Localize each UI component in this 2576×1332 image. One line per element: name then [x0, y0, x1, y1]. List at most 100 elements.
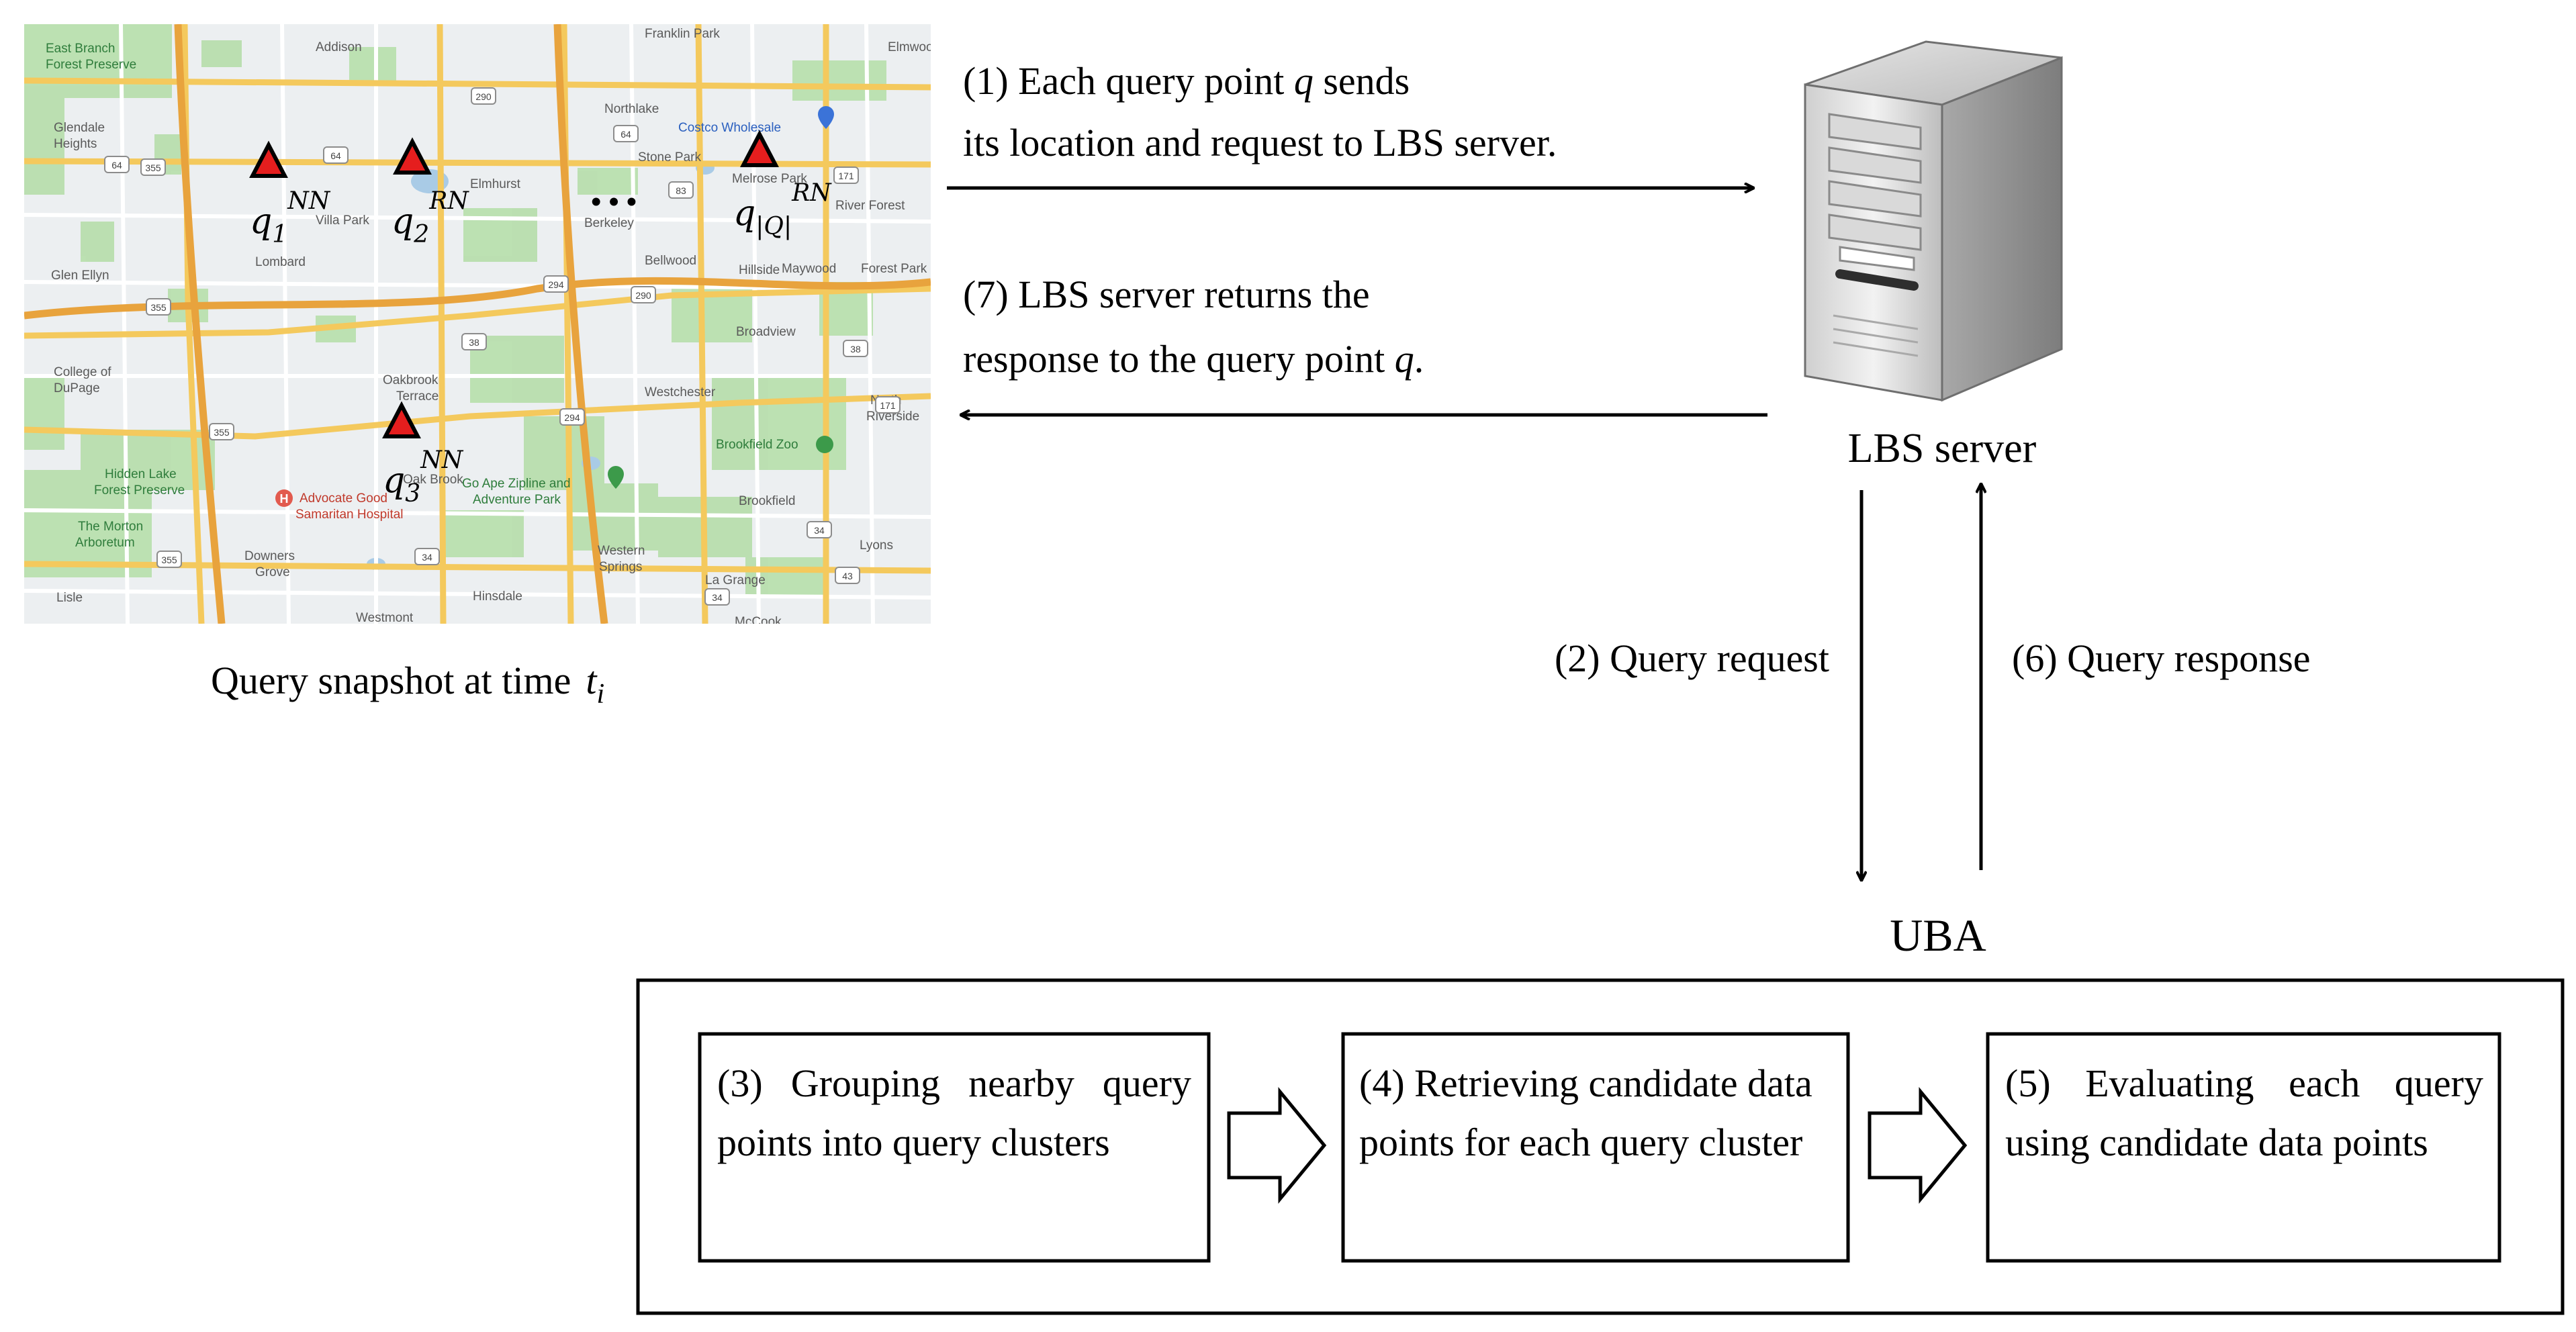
map-place-label: Grove: [255, 565, 290, 579]
map-place-label: Stone Park: [638, 150, 701, 164]
block-arrow-3-to-4-icon: [1227, 1087, 1327, 1204]
step1-text: (1) Each query point q sends its locatio…: [963, 59, 1557, 164]
step4-box: [1341, 1032, 1850, 1263]
step5-text: (5) Evaluating each query using candidat…: [2005, 1061, 2483, 1164]
query-label-q3: q3NN: [383, 446, 464, 508]
uba-label: UBA: [1890, 910, 1986, 961]
map-place-label: Oakbrook: [383, 373, 439, 387]
query-label-qQ: q|Q|RN: [733, 179, 832, 240]
map-place-label: Oak Brook: [403, 473, 463, 487]
route-shield-icon: 294: [559, 408, 585, 426]
step7-text: (7) LBS server returns the response to t…: [963, 273, 1424, 381]
query-label-q2: q2RN: [392, 187, 469, 248]
store-marker-icon: [818, 106, 834, 129]
route-shield-label: 34: [814, 525, 825, 536]
map-place-label: Lisle: [56, 591, 83, 605]
route-shield-label: 290: [635, 290, 651, 301]
map-place-label: Brookfield Zoo: [716, 438, 798, 452]
map-place-label: East Branch: [46, 42, 116, 56]
map-place-label: Downers: [244, 549, 295, 563]
query-point-q2-icon: [393, 137, 432, 175]
route-shield-icon: 355: [156, 551, 182, 568]
map-place-label: Heights: [54, 137, 97, 151]
route-shield-label: 38: [850, 344, 861, 354]
step5-box: [1986, 1032, 2501, 1263]
zoo-marker-icon: [816, 436, 833, 453]
route-shield-icon: 34: [414, 548, 440, 565]
step3-box: [698, 1032, 1211, 1263]
block-arrow-4-to-5-icon: [1868, 1087, 1968, 1204]
map-place-label: Advocate Good: [300, 491, 387, 506]
route-shield-icon: 290: [631, 286, 656, 303]
route-shield-label: 355: [214, 427, 230, 438]
query-point-qQ-icon: [740, 130, 779, 167]
route-shield-label: 171: [838, 171, 854, 181]
map-place-label: Addison: [316, 40, 362, 54]
map-place-label: Adventure Park: [473, 493, 561, 507]
route-shield-icon: 290: [471, 87, 496, 105]
route-shield-icon: 34: [704, 588, 730, 606]
route-shield-label: 355: [145, 162, 161, 173]
route-shield-label: 294: [548, 279, 564, 290]
route-shield-icon: 43: [835, 567, 860, 584]
map-place-label: Westmont: [356, 611, 414, 625]
route-shield-icon: 34: [807, 521, 832, 538]
query-point-q3-icon: [382, 401, 421, 438]
map-place-label: Hinsdale: [473, 589, 522, 604]
map-place-label: Broadview: [736, 325, 796, 339]
route-shield-icon: 38: [461, 333, 487, 350]
step4-text: (4) Retrieving candidate data points for…: [1359, 1061, 1812, 1164]
map-place-label: Forest Preserve: [46, 58, 136, 72]
map-place-label: Lombard: [255, 255, 306, 269]
step2-label: (2) Query request: [1555, 636, 1829, 680]
map-place-label: Forest Park: [861, 262, 927, 276]
route-shield-label: 355: [161, 555, 177, 565]
map-place-label: Westchester: [645, 385, 716, 399]
map-place-label: Villa Park: [316, 213, 369, 228]
map-place-label: River Forest: [835, 199, 905, 213]
route-shield-icon: 294: [543, 275, 569, 293]
route-shield-label: 171: [880, 400, 896, 411]
lbs-server-icon: [1804, 40, 2063, 402]
map-place-label: College of: [54, 365, 111, 379]
route-shield-label: 64: [620, 129, 631, 140]
route-shield-label: 83: [676, 185, 686, 196]
map-place-label: Springs: [599, 560, 642, 574]
route-shield-icon: 64: [613, 125, 639, 142]
route-shield-label: 43: [842, 571, 853, 581]
map-place-label: Samaritan Hospital: [295, 508, 404, 522]
map-place-label: Elmhurst: [470, 177, 521, 191]
map-place-label: Elmwood P: [888, 40, 952, 54]
map-place-label: Lyons: [860, 538, 893, 553]
route-shield-icon: 355: [140, 158, 166, 176]
map-place-label: Berkeley: [584, 216, 634, 230]
route-shield-label: 64: [330, 150, 341, 161]
map-place-label: The Morton: [78, 520, 143, 534]
map-place-label: Brookfield: [739, 494, 796, 508]
map-place-label: Costco Wholesale: [678, 121, 781, 135]
route-shield-icon: 355: [146, 298, 171, 316]
route-shield-label: 38: [469, 337, 479, 348]
map-place-label: Western: [598, 544, 645, 558]
route-shield-label: 290: [475, 91, 492, 102]
map-place-label: McCook: [735, 615, 782, 629]
route-shield-icon: 171: [875, 396, 901, 414]
map-place-label: Bellwood: [645, 254, 696, 268]
route-shield-label: 294: [564, 412, 580, 423]
route-shield-label: 355: [150, 302, 167, 313]
route-shield-label: 64: [111, 160, 122, 171]
map-place-label: Terrace: [396, 389, 439, 403]
route-shield-icon: 64: [323, 146, 349, 164]
map-place-label: Glendale: [54, 121, 105, 135]
route-shield-icon: 83: [668, 181, 694, 199]
map-place-label: Arboretum: [75, 536, 135, 550]
svg-text:H: H: [280, 492, 289, 506]
route-shield-icon: 171: [833, 166, 859, 184]
query-ellipsis: • • •: [591, 185, 637, 218]
query-label-q1: q1NN: [250, 187, 331, 248]
map-place-label: Forest Preserve: [94, 483, 185, 497]
route-shield-label: 34: [422, 552, 432, 563]
